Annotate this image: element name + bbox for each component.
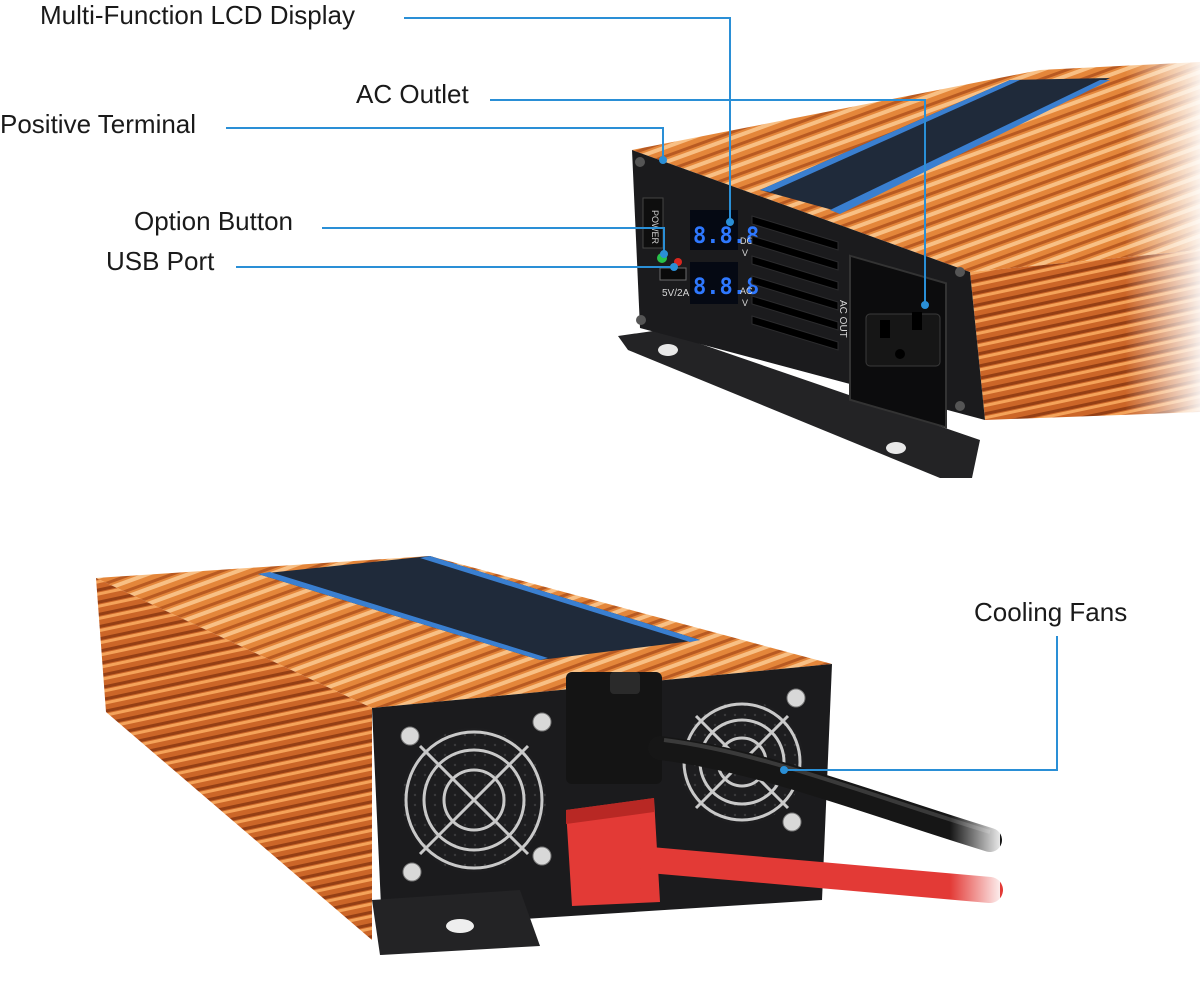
usb-rating-label: 5V/2A	[662, 288, 690, 299]
fan-grille-icon	[402, 728, 546, 872]
dc-volt-label: V	[742, 248, 748, 258]
dc-display-digits: 8.8.8	[693, 224, 759, 249]
screw-icon	[400, 688, 806, 882]
ac-unit-label: AC	[740, 286, 753, 296]
callout-ac-outlet: AC Outlet	[356, 79, 469, 109]
ac-out-label: AC OUT	[837, 300, 848, 338]
leader-positive-terminal	[226, 127, 664, 160]
front-vents	[751, 215, 839, 351]
callout-positive-terminal: Positive Terminal	[0, 109, 197, 139]
leader-lines	[226, 17, 1058, 774]
dc-unit-label: DC	[740, 236, 753, 246]
callout-cooling-fans: Cooling Fans	[974, 597, 1128, 627]
ac-display-digits: 8.8.8	[693, 275, 759, 300]
callout-option-button: Option Button	[134, 206, 293, 236]
callout-lcd-display: Multi-Function LCD Display	[40, 0, 355, 30]
ac-volt-label: V	[742, 298, 748, 308]
leader-option-button	[322, 227, 665, 254]
leader-lcd-display	[404, 17, 731, 222]
leader-ac-outlet	[490, 99, 926, 305]
top-inverter: POWER 5V/2A 8.8.8 DC V 8.8.8 AC V	[618, 40, 1200, 500]
leader-cooling-fans	[784, 636, 1058, 771]
bottom-inverter	[96, 556, 1003, 955]
callout-usb-port: USB Port	[106, 246, 215, 276]
